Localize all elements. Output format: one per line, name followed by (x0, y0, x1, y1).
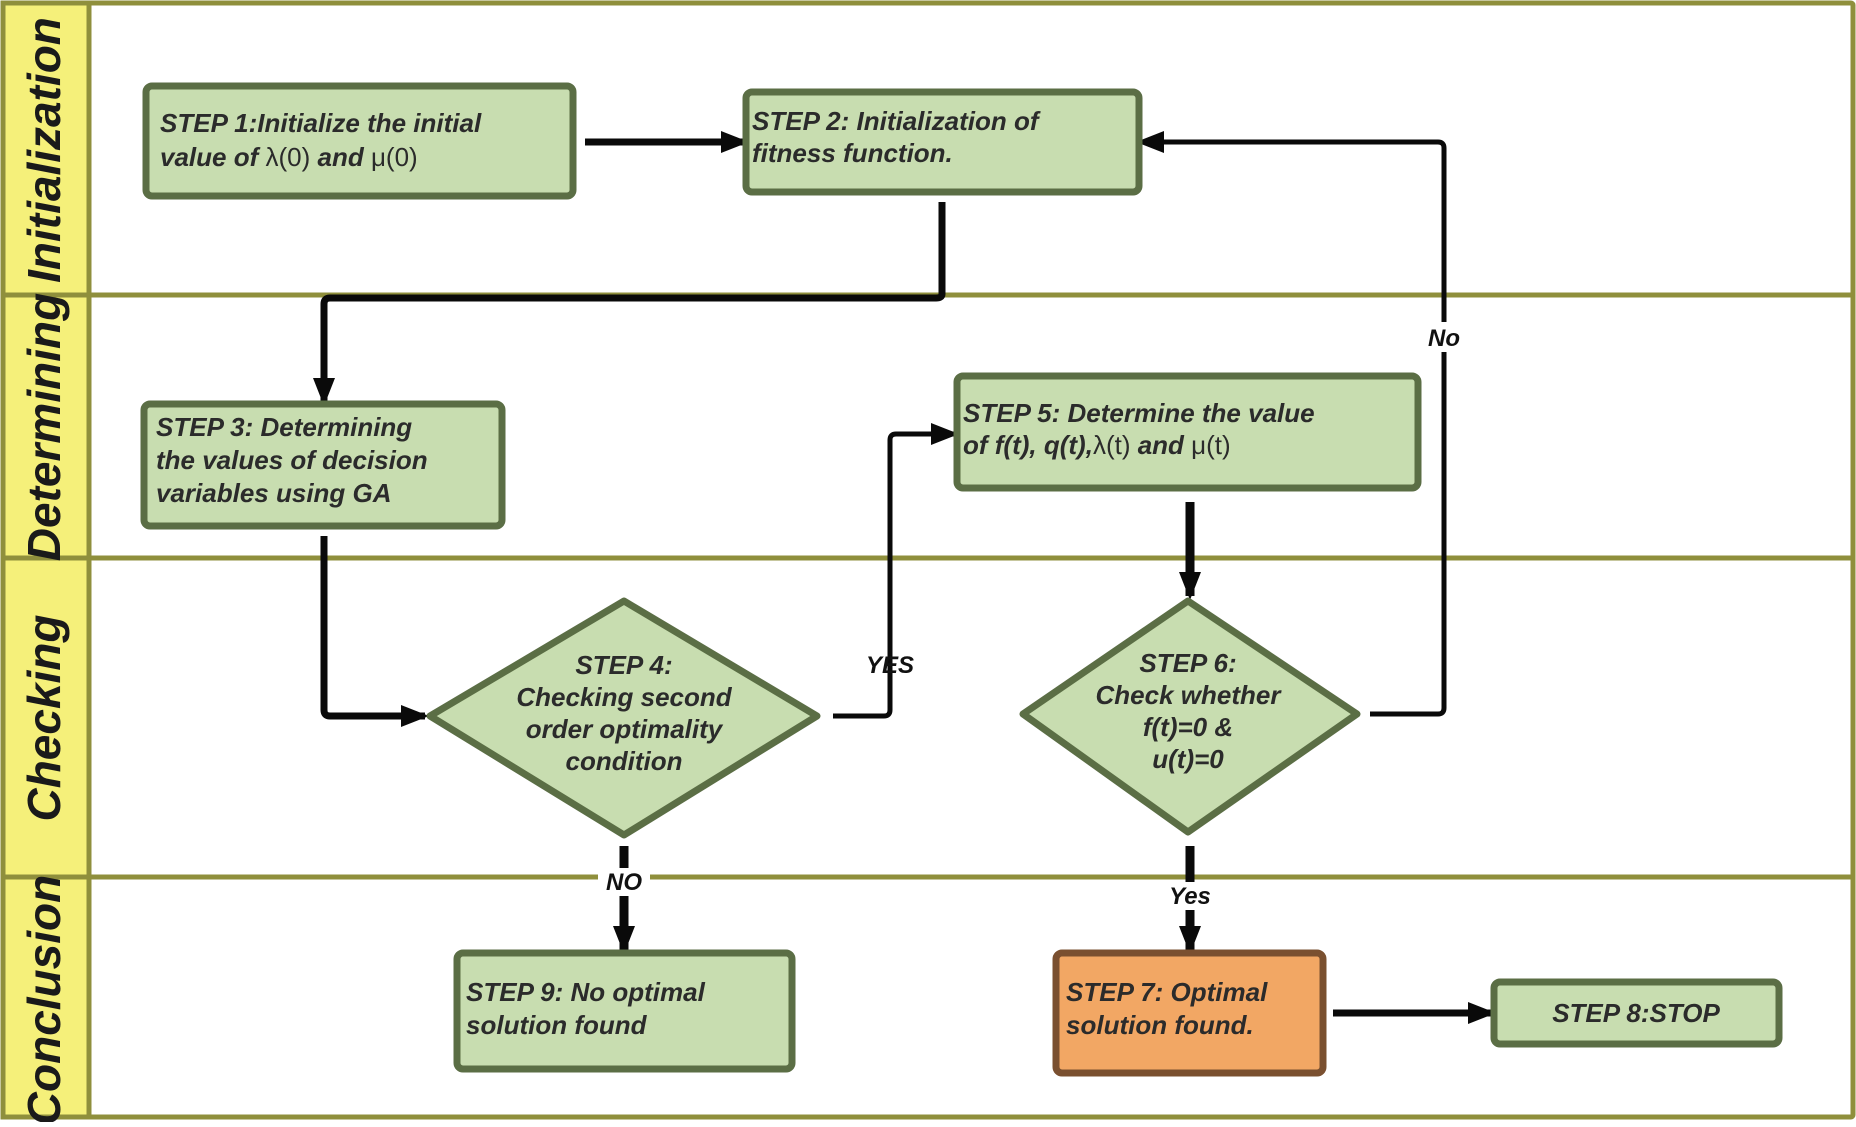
lane-label-initialization: Initialization (18, 17, 70, 283)
lane-label-determining: Determining (18, 293, 70, 561)
step6-line1: STEP 6: (1139, 648, 1236, 678)
step6-line4: u(t)=0 (1152, 744, 1224, 774)
arrow-step4-yes-to-step5 (833, 423, 959, 719)
step6-line2: Check whether (1096, 680, 1283, 710)
lane-label-conclusion: Conclusion (18, 875, 70, 1122)
step7-line2: solution found. (1066, 1010, 1254, 1040)
step6-line3: f(t)=0 & (1143, 712, 1233, 742)
step4-line4: condition (566, 746, 683, 776)
step8-line1: STEP 8:STOP (1552, 998, 1720, 1028)
step1-box: STEP 1:Initialize the initial value of λ… (142, 82, 577, 200)
step5-line1: STEP 5: Determine the value (963, 398, 1315, 428)
step2-line1: STEP 2: Initialization of (752, 106, 1041, 136)
lane-label-checking: Checking (18, 614, 70, 821)
step4-decision: STEP 4: Checking second order optimality… (426, 597, 821, 839)
arrow-step2-to-step3 (313, 202, 946, 406)
step9-line2: solution found (466, 1010, 648, 1040)
step5-box: STEP 5: Determine the value of f(t), q(t… (953, 372, 1422, 492)
edge-label-bg (1420, 322, 1468, 352)
step1-line2: value of λ(0) and μ(0) (160, 142, 418, 172)
step3-line3: variables using GA (156, 478, 392, 508)
edge-label-bg (598, 868, 650, 896)
step5-line2: of f(t), q(t),λ(t) and μ(t) (963, 430, 1231, 460)
step7-line1: STEP 7: Optimal (1066, 977, 1268, 1007)
step9-box: STEP 9: No optimal solution found (453, 949, 796, 1073)
step3-line2: the values of decision (156, 445, 428, 475)
step2-box: STEP 2: Initialization of fitness functi… (742, 88, 1143, 196)
edge-label-yes-step4: YES (866, 652, 914, 679)
step4-line3: order optimality (526, 714, 724, 744)
edge-label-yes-step6: Yes (1169, 883, 1211, 910)
edge-label-bg (1162, 882, 1218, 910)
step1-line1: STEP 1:Initialize the initial (160, 108, 482, 138)
step9-line1: STEP 9: No optimal (466, 977, 706, 1007)
step3-line1: STEP 3: Determining (156, 412, 412, 442)
step2-line2: fitness function. (752, 138, 953, 168)
edge-label-no-upper: No (1428, 325, 1460, 352)
edge-label-no-step4: NO (606, 869, 642, 896)
step4-line1: STEP 4: (575, 650, 672, 680)
arrow-step3-to-step4 (320, 536, 429, 727)
step7-box: STEP 7: Optimal solution found. (1052, 949, 1327, 1077)
step6-decision: STEP 6: Check whether f(t)=0 & u(t)=0 (1019, 597, 1361, 836)
step3-box: STEP 3: Determining the values of decisi… (140, 400, 506, 530)
arrow-step6-no-to-step2 (1136, 131, 1447, 717)
step8-box: STEP 8:STOP (1490, 978, 1783, 1048)
step4-line2: Checking second (516, 682, 732, 712)
